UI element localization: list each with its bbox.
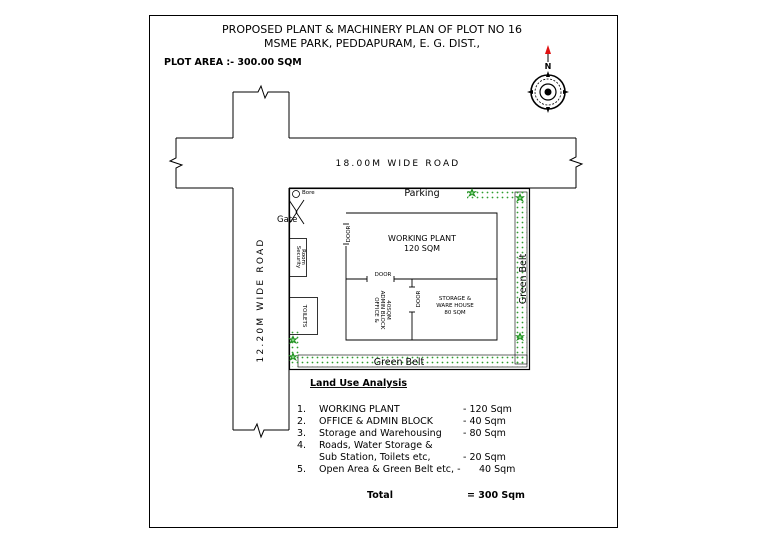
main-building <box>345 212 498 341</box>
land-use-value: 40 Sqm <box>479 464 515 475</box>
plot-boundary <box>288 187 531 371</box>
door-storage-label: DOOR <box>416 290 422 307</box>
office-label-2: ADMIN BLOCK <box>379 291 385 330</box>
land-use-table: 1. WORKING PLANT - 120 Sqm 2. OFFICE & A… <box>297 404 525 501</box>
horizontal-road-label: 18.00M WIDE ROAD <box>336 159 461 169</box>
land-use-label: Roads, Water Storage & <box>319 440 433 451</box>
land-use-value: - 40 Sqm <box>463 416 506 427</box>
plot-area-label: PLOT AREA :- 300.00 SQM <box>164 57 302 68</box>
door-symbols <box>343 223 415 313</box>
land-use-num: 3. <box>297 428 306 439</box>
land-use-value: - 120 Sqm <box>463 404 512 415</box>
storage-label-3: 80 SQM <box>444 310 466 316</box>
title-line-2: MSME PARK, PEDDAPURAM, E. G. DIST., <box>264 37 480 50</box>
working-plant-area: 120 SQM <box>404 244 440 253</box>
north-compass-icon: N <box>527 45 569 113</box>
north-label: N <box>545 62 552 71</box>
land-use-heading: Land Use Analysis <box>310 378 407 389</box>
toilets-label: TOILETS <box>301 304 307 328</box>
door-mid-label: DOOR <box>375 272 392 278</box>
storage-label-2: WARE HOUSE <box>436 303 474 309</box>
land-use-num: 4. <box>297 440 306 451</box>
land-use-label: Open Area & Green Belt etc, - <box>319 464 461 475</box>
gate-label: Gate <box>277 215 297 225</box>
land-use-num: 5. <box>297 464 306 475</box>
gate-icon <box>288 199 305 225</box>
land-use-value: - 20 Sqm <box>463 452 506 463</box>
green-belt-bottom-label: Green Belt <box>374 357 425 368</box>
security-room-label-2: Room <box>300 249 306 265</box>
security-room <box>289 238 307 277</box>
door-top-label: DOOR <box>346 225 352 242</box>
storage-label-1: STORAGE & <box>439 296 472 302</box>
vertical-road-label: 12.20M WIDE ROAD <box>256 238 266 363</box>
security-room-label-1: Security <box>295 246 301 269</box>
toilets-block <box>289 297 318 335</box>
office-label-3: 40SQM <box>385 300 391 320</box>
bore-label: Bore <box>302 190 315 196</box>
land-use-label: Sub Station, Toilets etc, <box>319 452 431 463</box>
land-use-total-value: = 300 Sqm <box>467 490 525 501</box>
bore-icon <box>292 190 300 198</box>
land-use-value: - 80 Sqm <box>463 428 506 439</box>
office-label-1: OFFICE & <box>373 297 379 323</box>
land-use-label: Storage and Warehousing <box>319 428 442 439</box>
land-use-num: 1. <box>297 404 306 415</box>
title-line-1: PROPOSED PLANT & MACHINERY PLAN OF PLOT … <box>222 23 522 36</box>
parking-label: Parking <box>404 188 439 199</box>
land-use-label: WORKING PLANT <box>319 404 400 415</box>
vertical-road-top-stub <box>232 84 290 138</box>
land-use-label: OFFICE & ADMIN BLOCK <box>319 416 434 427</box>
green-belt-top-corner <box>467 190 527 200</box>
green-belt-left-corner <box>291 330 299 367</box>
tree-icons <box>288 188 525 361</box>
land-use-num: 2. <box>297 416 306 427</box>
working-plant-label: WORKING PLANT <box>388 234 456 243</box>
land-use-total-label: Total <box>367 490 393 501</box>
sheet-border <box>149 15 618 528</box>
green-belt-right-label: Green Belt <box>518 253 529 304</box>
